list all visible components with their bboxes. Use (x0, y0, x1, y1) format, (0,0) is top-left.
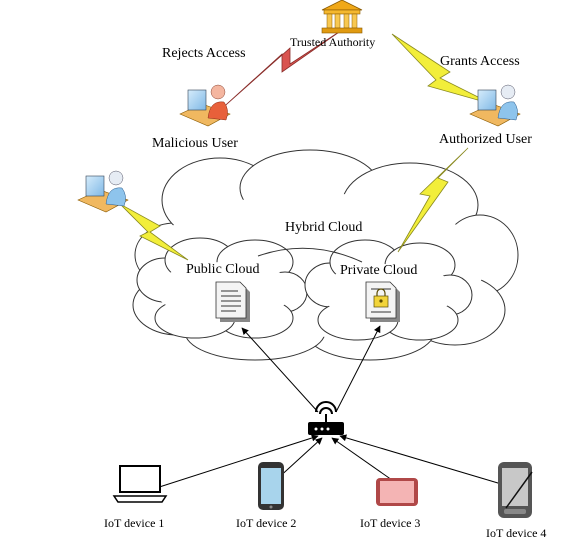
trusted-authority-label: Trusted Authority (290, 35, 376, 49)
device1-to-router-arrow (149, 434, 319, 491)
private-lightning (397, 147, 469, 253)
phone-icon (258, 462, 284, 510)
grants-lightning (391, 33, 493, 105)
iot-device-4-label: IoT device 4 (486, 526, 547, 540)
malicious-user-icon (179, 84, 231, 127)
router-to-public-arrow (241, 327, 319, 413)
tablet-icon (376, 478, 418, 506)
device3-to-router-arrow (331, 437, 393, 481)
document-icon (215, 281, 250, 322)
hybrid-cloud-label: Hybrid Cloud (285, 220, 363, 235)
iot-device-2-label: IoT device 2 (236, 516, 297, 530)
pda-icon (498, 462, 533, 518)
authorized-user-icon (469, 84, 521, 127)
private-cloud-label: Private Cloud (340, 263, 418, 278)
router-icon (308, 401, 344, 435)
laptop-icon (112, 465, 168, 503)
malicious-user-label: Malicious User (152, 136, 238, 151)
public-lightning (119, 203, 189, 261)
rejects-access-label: Rejects Access (162, 46, 246, 61)
locked-document-icon (365, 281, 400, 322)
device4-to-router-arrow (339, 434, 509, 487)
iot-device-3-label: IoT device 3 (360, 516, 421, 530)
hybrid-link-line (257, 247, 363, 263)
bank-building-icon (321, 0, 363, 34)
iot-device-1-label: IoT device 1 (104, 516, 165, 530)
grants-access-label: Grants Access (440, 54, 520, 69)
authorized-user-label: Authorized User (439, 132, 532, 147)
router-to-private-arrow (335, 325, 381, 413)
public-cloud-label: Public Cloud (186, 262, 260, 277)
public-user-icon (77, 170, 129, 213)
